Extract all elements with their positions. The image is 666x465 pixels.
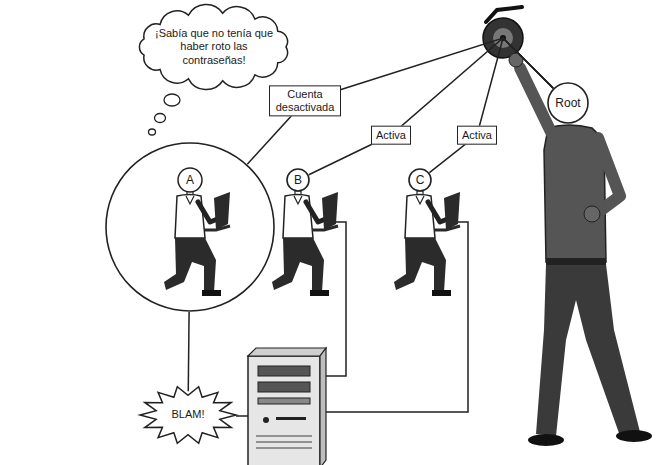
root-head-shape xyxy=(548,83,588,123)
drive-bay xyxy=(258,366,310,376)
focus-circle-outline xyxy=(105,142,275,312)
node-text: ¡Sabía que no tenía que haber roto las c… xyxy=(153,27,275,67)
edge-label: Activa xyxy=(457,126,497,145)
connector-line xyxy=(188,312,190,391)
belt xyxy=(546,258,606,265)
connector-line xyxy=(429,38,553,173)
user-figure xyxy=(272,191,338,296)
focus-circle: A xyxy=(105,142,275,312)
wheel-handle xyxy=(486,7,522,22)
node-text: B xyxy=(294,173,302,187)
node-text: Root xyxy=(555,96,580,110)
user-figure xyxy=(164,191,230,296)
node-text: C xyxy=(416,173,425,187)
status-light xyxy=(276,417,306,420)
power-button xyxy=(263,417,269,423)
edge-label: Activa xyxy=(371,126,411,145)
server-tower xyxy=(248,356,320,465)
cable xyxy=(320,222,468,412)
vent xyxy=(256,436,312,448)
node-text: A xyxy=(186,173,194,187)
user-head-shape xyxy=(287,169,309,191)
user-head: B xyxy=(286,168,310,192)
connector-line xyxy=(247,38,553,164)
drive-bay xyxy=(258,382,310,392)
blam-burst: BLAM! xyxy=(140,386,236,444)
drive-bay xyxy=(258,398,310,404)
root-arm xyxy=(596,138,620,214)
thought-bubble-shape xyxy=(139,4,287,89)
shoe xyxy=(616,430,652,442)
focus-circle-shape xyxy=(106,143,274,311)
blam-burst-shape xyxy=(140,387,236,444)
connector-line xyxy=(309,38,553,175)
user-head-shape xyxy=(409,169,431,191)
node-text: BLAM! xyxy=(171,408,204,421)
cable xyxy=(236,415,248,417)
thought-dot xyxy=(149,129,156,135)
server-top xyxy=(248,348,326,356)
thought-bubble: ¡Sabía que no tenía que haber roto las c… xyxy=(133,4,295,90)
root-arm xyxy=(520,68,552,134)
user-figure xyxy=(394,191,460,296)
user-head: C xyxy=(408,168,432,192)
edge-label: Cuenta desactivada xyxy=(269,85,341,116)
user-head xyxy=(178,168,202,192)
root-fist xyxy=(584,206,600,222)
shoe xyxy=(528,434,564,446)
server-side xyxy=(320,348,326,465)
thought-dot xyxy=(155,114,166,123)
root-legs xyxy=(536,264,640,436)
thought-dot xyxy=(164,94,180,106)
root-head: Root xyxy=(547,82,589,124)
